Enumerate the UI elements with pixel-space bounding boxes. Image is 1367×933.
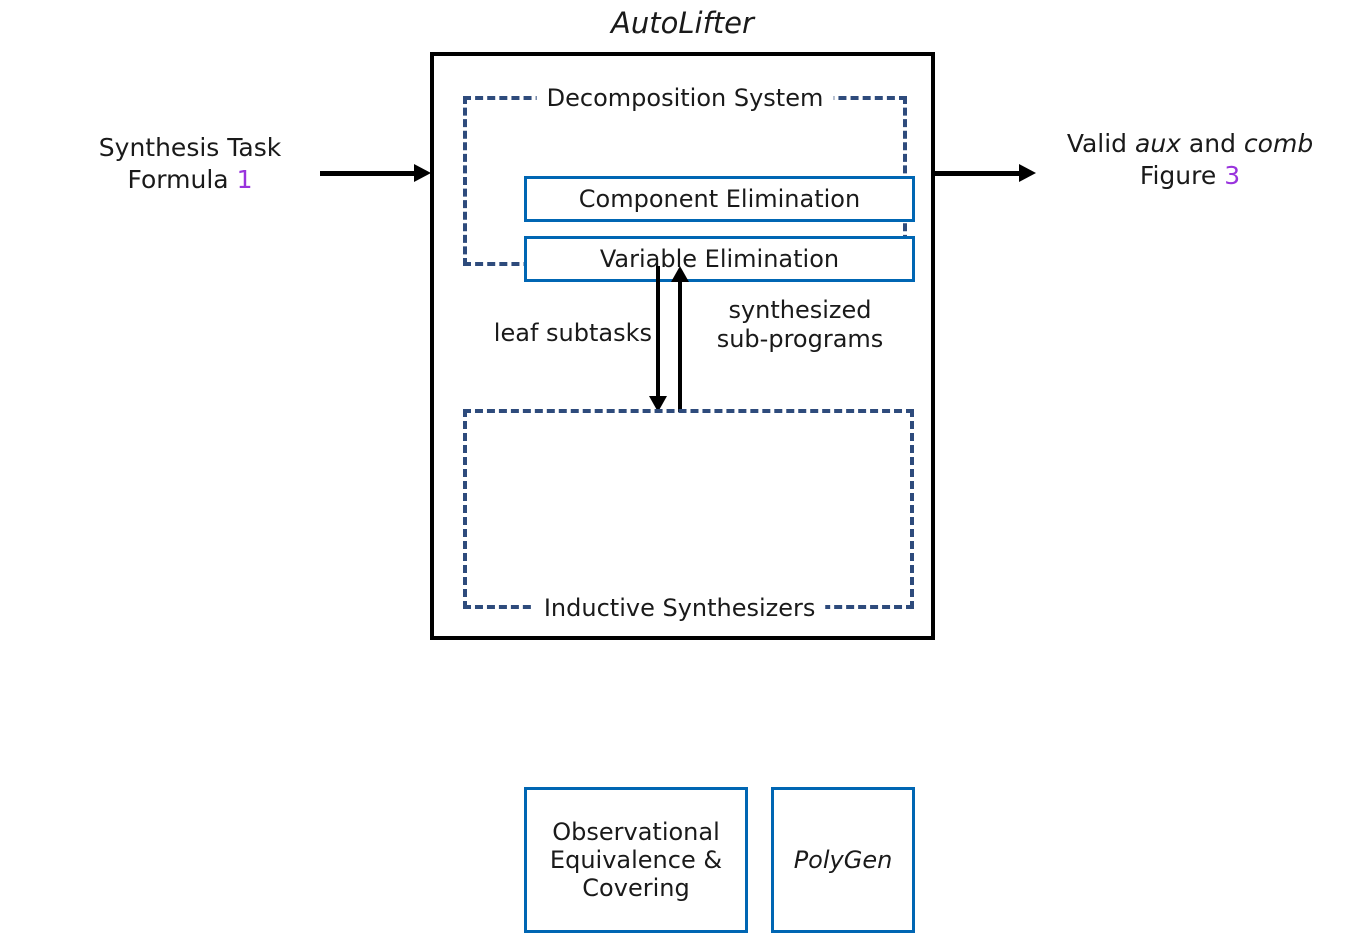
polygen-box[interactable]: PolyGen (771, 787, 915, 933)
output-prefix: Valid (1066, 129, 1136, 158)
decomposition-system-group: Decomposition System Component Eliminati… (463, 86, 915, 282)
output-arrow-icon (935, 164, 1036, 182)
input-reference-number[interactable]: 1 (236, 165, 253, 194)
inductive-synthesizers-label: Inductive Synthesizers (533, 596, 826, 620)
synthesized-subprograms-label: synthesized sub-programs (690, 296, 910, 354)
input-caption-line1: Synthesis Task (98, 133, 282, 162)
output-figure-text: Figure (1139, 161, 1217, 190)
output-comb-term: comb (1243, 129, 1314, 158)
input-caption-line2: Formula 1 (70, 164, 310, 196)
input-caption-formula-text: Formula (127, 165, 229, 194)
observational-equivalence-covering-box[interactable]: Observational Equivalence & Covering (524, 787, 748, 933)
output-caption: Valid aux and comb Figure 3 (1040, 128, 1340, 192)
synthesized-subprograms-arrow-icon (671, 266, 689, 412)
component-elimination-box[interactable]: Component Elimination (524, 176, 915, 222)
variable-elimination-box[interactable]: Variable Elimination (524, 236, 915, 282)
leaf-subtasks-arrow-icon (649, 266, 667, 412)
page-title: AutoLifter (611, 6, 754, 40)
leaf-subtasks-label: leaf subtasks (493, 319, 652, 347)
output-reference-number[interactable]: 3 (1224, 161, 1241, 190)
input-arrow-icon (320, 164, 431, 182)
output-caption-line1: Valid aux and comb (1040, 128, 1340, 160)
output-caption-line2: Figure 3 (1040, 160, 1340, 192)
autolifter-container: Decomposition System Component Eliminati… (430, 52, 935, 933)
synthesized-label-line1: synthesized (728, 296, 872, 324)
inductive-synthesizers-group: Observational Equivalence & Covering Pol… (463, 409, 915, 933)
output-aux-term: aux (1135, 129, 1181, 158)
decomposition-system-label: Decomposition System (536, 86, 834, 110)
synthesized-label-line2: sub-programs (716, 324, 884, 353)
output-conjunction: and (1180, 129, 1244, 158)
input-caption: Synthesis Task Formula 1 (70, 132, 310, 196)
